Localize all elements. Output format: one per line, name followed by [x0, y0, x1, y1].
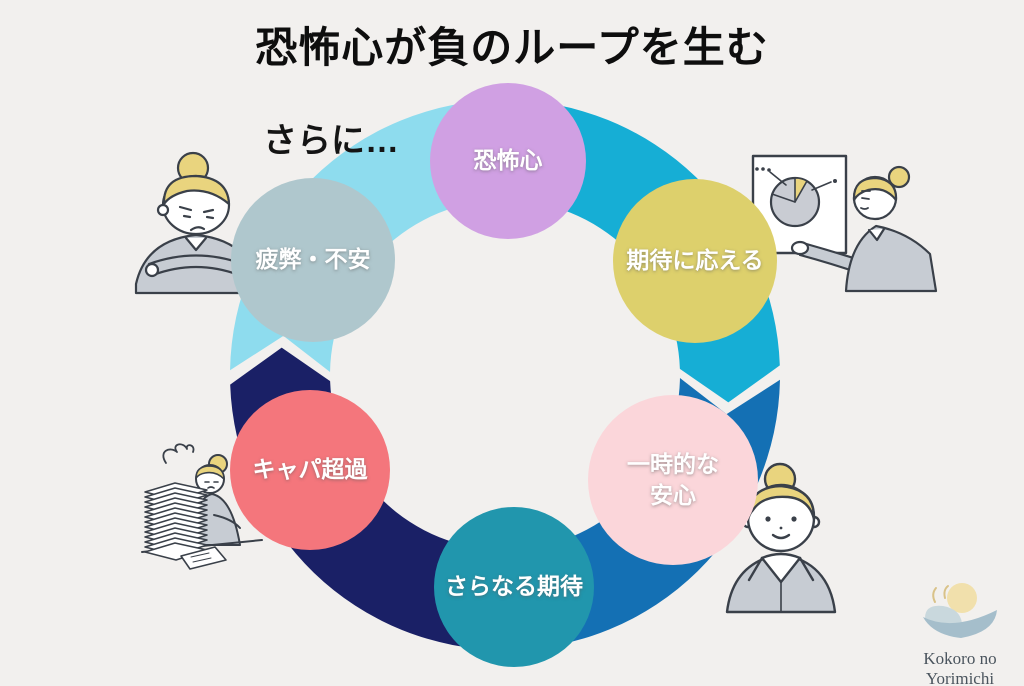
brand-name-line2: Yorimichi [925, 668, 995, 686]
paper-stack-icon [144, 482, 208, 561]
annotation-furthermore: さらに… [263, 122, 399, 160]
overwhelmed-woman-illustration [141, 443, 263, 570]
cycle-node-over-capacity-label: キャパ超過 [252, 456, 368, 483]
brand-name-line1: Kokoro no [923, 649, 997, 668]
cycle-node-fear: 恐怖心 [430, 83, 586, 239]
cycle-node-exhaustion-anxiety: 疲弊・不安 [231, 178, 395, 342]
brand-name: Kokoro no Yorimichi [898, 649, 1022, 686]
stress-scribble-icon [162, 443, 195, 464]
page-title: 恐怖心が負のループを生む [255, 24, 769, 71]
presenter-illustration [751, 154, 938, 293]
cycle-node-meet-expectations-label: 期待に応える [626, 247, 764, 274]
cycle-node-further-expectations: さらなる期待 [434, 507, 594, 667]
cycle-node-over-capacity: キャパ超過 [230, 390, 390, 550]
cycle-node-further-expectations-label: さらなる期待 [445, 573, 583, 600]
smiling-woman-illustration [725, 462, 837, 614]
tired-woman-illustration [134, 151, 261, 295]
document-icon [180, 546, 227, 570]
cycle-node-temporary-relief-label: 一時的な 安心 [627, 450, 719, 508]
cycle-node-temporary-relief: 一時的な 安心 [588, 395, 758, 565]
cycle-node-exhaustion-anxiety-label: 疲弊・不安 [255, 246, 371, 273]
cycle-node-fear-label: 恐怖心 [473, 147, 543, 174]
logo-sun-wave-icon [923, 583, 997, 638]
cycle-node-meet-expectations: 期待に応える [613, 179, 777, 343]
brand-logo: Kokoro no Yorimichi [898, 580, 1022, 686]
